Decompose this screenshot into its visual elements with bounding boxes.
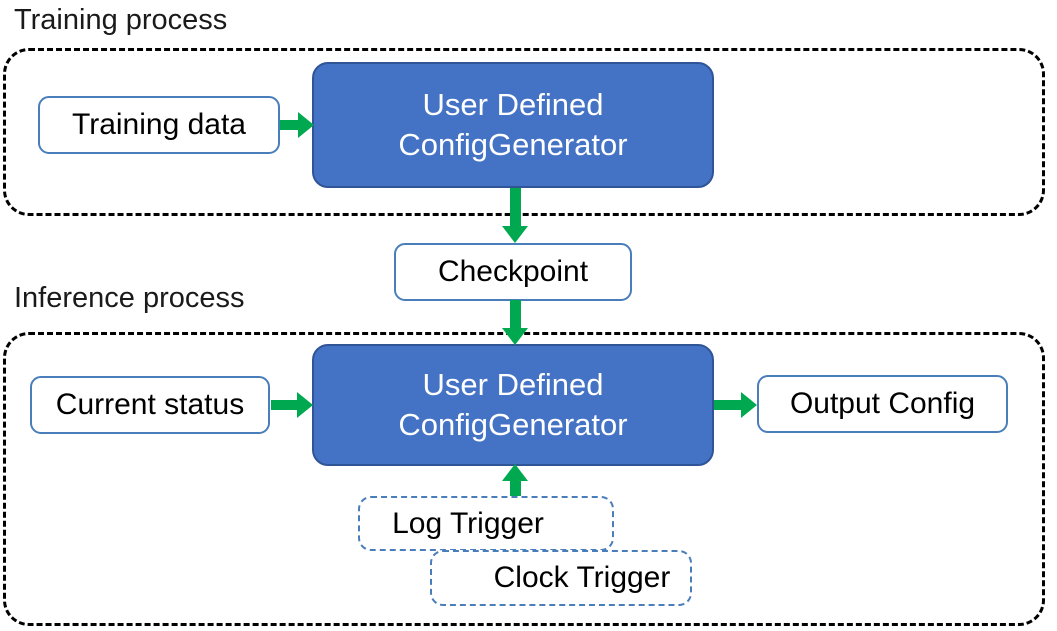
arrow-triggers-to-inference-generator [502,464,528,500]
arrow-head-right-icon [298,112,314,138]
arrow-generator-to-checkpoint [502,188,528,244]
node-clock-trigger-label: Clock Trigger [493,561,671,594]
arrow-current-status-to-generator [271,392,314,418]
node-clock-trigger[interactable]: Clock Trigger [430,550,692,606]
training-process-container [3,48,1045,216]
node-current-status[interactable]: Current status [30,376,270,434]
section-caption-inference: Inference process [14,282,245,314]
node-inference-config-generator[interactable]: User Defined ConfigGenerator [312,344,714,466]
node-train-config-generator-line2: ConfigGenerator [398,127,628,162]
node-inference-config-generator-line2: ConfigGenerator [398,407,628,442]
arrow-head-up-icon [502,464,528,481]
arrow-shaft [714,400,744,410]
arrow-head-down-icon [502,328,528,345]
arrow-head-right-icon [741,392,757,418]
node-checkpoint-label: Checkpoint [437,255,589,288]
node-log-trigger[interactable]: Log Trigger [358,496,614,551]
arrow-training-data-to-generator [280,112,314,138]
node-train-config-generator-line1: User Defined [422,87,604,122]
arrow-shaft [510,478,521,500]
section-caption-training: Training process [14,4,228,36]
node-checkpoint[interactable]: Checkpoint [394,243,632,301]
arrow-shaft [510,188,521,228]
arrow-shaft [271,400,300,410]
node-inference-config-generator-line1: User Defined [422,367,604,402]
arrow-head-down-icon [502,226,528,243]
node-train-config-generator[interactable]: User Defined ConfigGenerator [312,62,714,188]
node-training-data-label: Training data [72,108,246,141]
arrow-checkpoint-to-inference-generator [502,300,528,346]
arrow-head-right-icon [297,392,313,418]
node-training-data[interactable]: Training data [38,96,280,154]
arrow-generator-to-output-config [714,392,758,418]
node-output-config[interactable]: Output Config [757,375,1008,433]
node-log-trigger-label: Log Trigger [392,506,544,540]
node-output-config-label: Output Config [789,387,976,420]
arrow-shaft [280,120,300,130]
arrow-shaft [510,300,521,330]
node-current-status-label: Current status [55,388,245,421]
